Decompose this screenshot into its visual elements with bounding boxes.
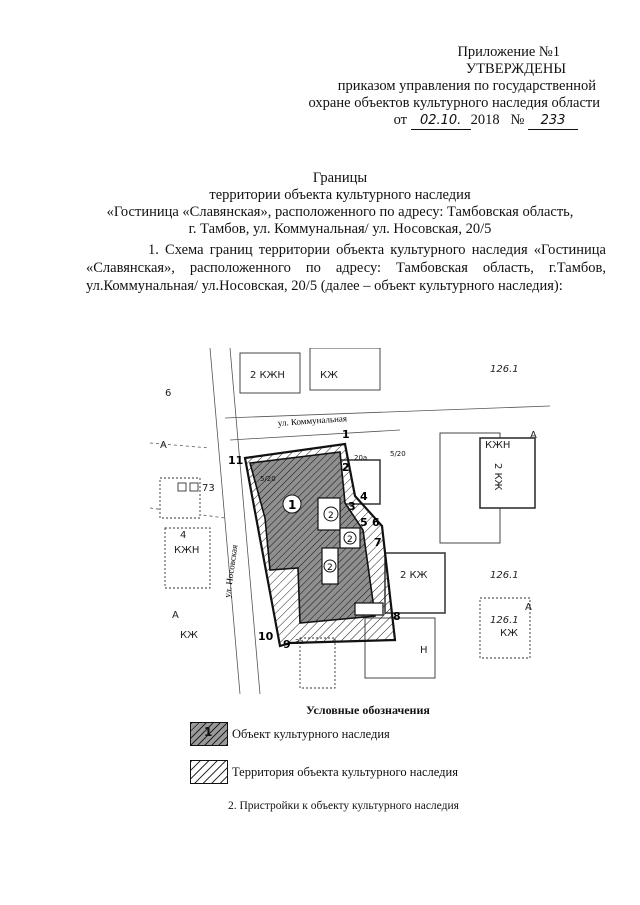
- label-kzh-left-bottom: КЖ: [180, 630, 198, 641]
- object-number-label: 1: [288, 498, 296, 512]
- order-line: приказом управления по государственной: [337, 78, 596, 94]
- label-kzh-top: КЖ: [320, 370, 338, 381]
- addr-5-20-inside: 5/20: [260, 475, 276, 483]
- label-2kzh-mid: 2 КЖ: [400, 570, 428, 581]
- point-3: 3: [348, 500, 356, 513]
- annex-note: 2. Пристройки к объекту культурного насл…: [228, 800, 459, 812]
- territory-legend-label: Территория объекта культурного наследия: [232, 764, 458, 779]
- point-1: 1: [342, 428, 350, 441]
- annex-label-3: 2: [327, 563, 333, 573]
- addr-3a: 3а: [295, 638, 304, 646]
- point-7: 7: [374, 536, 382, 549]
- legend-item-territory: Территория объекта культурного наследия: [190, 760, 458, 784]
- heritage-object: [248, 451, 376, 624]
- label-kzhn-left: КЖН: [174, 545, 199, 556]
- appendix-label: Приложение №1: [457, 44, 560, 60]
- order-date-line: от 02.10.2018 № 233: [309, 112, 600, 130]
- label-126-1-low: 126.1: [490, 570, 519, 581]
- label-a-4: А: [530, 430, 537, 441]
- addr-5-20-right: 5/20: [390, 450, 406, 458]
- point-2: 2: [342, 461, 350, 474]
- label-126-1-mid: 126.1: [490, 615, 519, 626]
- title-line-4: г. Тамбов, ул. Коммунальная/ ул. Носовск…: [188, 221, 492, 237]
- label-kzh-bottom-right: КЖ: [500, 628, 518, 639]
- point-5: 5: [360, 516, 368, 529]
- label-a-2: А: [172, 610, 179, 621]
- object-legend-label: Объект культурного наследия: [232, 726, 390, 741]
- label-n-bottom: Н: [420, 645, 428, 656]
- number-prefix: №: [510, 112, 525, 128]
- legend-title: Условные обозначения: [306, 703, 430, 717]
- label-6: 6: [165, 388, 171, 399]
- scheme-paragraph: 1. Схема границ территории объекта культ…: [86, 242, 606, 294]
- authority-line: охране объектов культурного наследия обл…: [308, 95, 600, 111]
- annex-label-2: 2: [347, 535, 353, 545]
- approval-header: Приложение №1 УТВЕРЖДЕНЫ приказом управл…: [309, 44, 600, 130]
- label-kzhn-right: КЖН: [485, 440, 510, 451]
- title-line-2: территории объекта культурного наследия: [209, 187, 471, 203]
- document-title: Границы территории объекта культурного н…: [60, 170, 620, 238]
- title-line-3: «Гостиница «Славянская», расположенного …: [106, 204, 574, 220]
- street-edges: [150, 348, 550, 694]
- object-swatch: 1: [190, 722, 228, 746]
- addr-20a: 20а: [354, 454, 367, 462]
- title-line-1: Границы: [312, 170, 368, 186]
- boundary-map: 1 2 2 2 ул. Коммунальная ул. Носовская 1…: [150, 348, 550, 694]
- handwritten-number: 233: [528, 112, 578, 130]
- label-2kzhn-top: 2 КЖН: [250, 370, 285, 381]
- handwritten-date: 02.10.: [410, 112, 471, 130]
- neighbour-buildings: [159, 348, 536, 689]
- point-4: 4: [360, 490, 368, 503]
- legend-item-object: 1 Объект культурного наследия: [190, 722, 390, 746]
- point-9: 9: [283, 638, 291, 651]
- approved-label: УТВЕРЖДЕНЫ: [465, 61, 566, 77]
- label-126-1-top: 126.1: [490, 364, 519, 375]
- territory-swatch: [190, 760, 228, 784]
- annex-label-1: 2: [328, 511, 334, 521]
- boundary-points: 1 2 3 4 5 6 7 8 9 10 11: [228, 428, 401, 651]
- label-73: 73: [202, 483, 215, 494]
- label-4-left: 4: [180, 530, 186, 541]
- point-8: 8: [393, 610, 401, 623]
- label-2kzh-right: 2 КЖ: [492, 463, 503, 491]
- point-10: 10: [258, 630, 274, 643]
- date-prefix: от: [393, 112, 408, 128]
- label-a-1: А: [160, 440, 167, 451]
- label-a-3: А: [525, 602, 532, 613]
- order-year: 2018: [470, 112, 500, 128]
- point-11: 11: [228, 454, 243, 467]
- street-kommunalnaya: ул. Коммунальная: [277, 413, 347, 428]
- object-swatch-number: 1: [204, 725, 213, 739]
- point-6: 6: [372, 516, 380, 529]
